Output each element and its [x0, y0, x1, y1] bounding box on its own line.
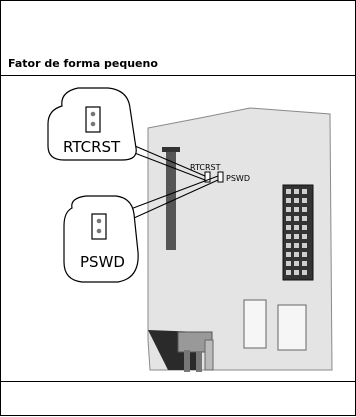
image-bottom-divider — [0, 381, 356, 382]
caption-divider — [0, 75, 356, 76]
callout-rtcrst: RTCRST — [47, 87, 137, 161]
power-connector — [282, 184, 314, 281]
callout-pswd: PSWD — [63, 195, 139, 283]
callout-pswd-label: PSWD — [80, 253, 125, 271]
pswd-jumper-pins — [217, 171, 224, 183]
memory-slot-1 — [243, 299, 267, 349]
callout-rtcrst-jumper-icon — [85, 106, 101, 133]
rtcrst-jumper-pins — [204, 171, 211, 183]
leader-line-rtcrst — [134, 145, 206, 177]
card-slot — [166, 150, 176, 250]
leader-line-pswd — [127, 175, 219, 211]
callout-rtcrst-label: RTCRST — [63, 138, 121, 156]
board-label-pswd: PSWD — [226, 174, 250, 183]
memory-slot-2 — [277, 304, 307, 351]
caption-title: Fator de forma pequeno — [8, 57, 158, 70]
callout-pswd-jumper-icon — [91, 213, 107, 240]
board-label-rtcrst: RTCRST — [190, 163, 221, 172]
table-bottom-border — [0, 415, 356, 416]
